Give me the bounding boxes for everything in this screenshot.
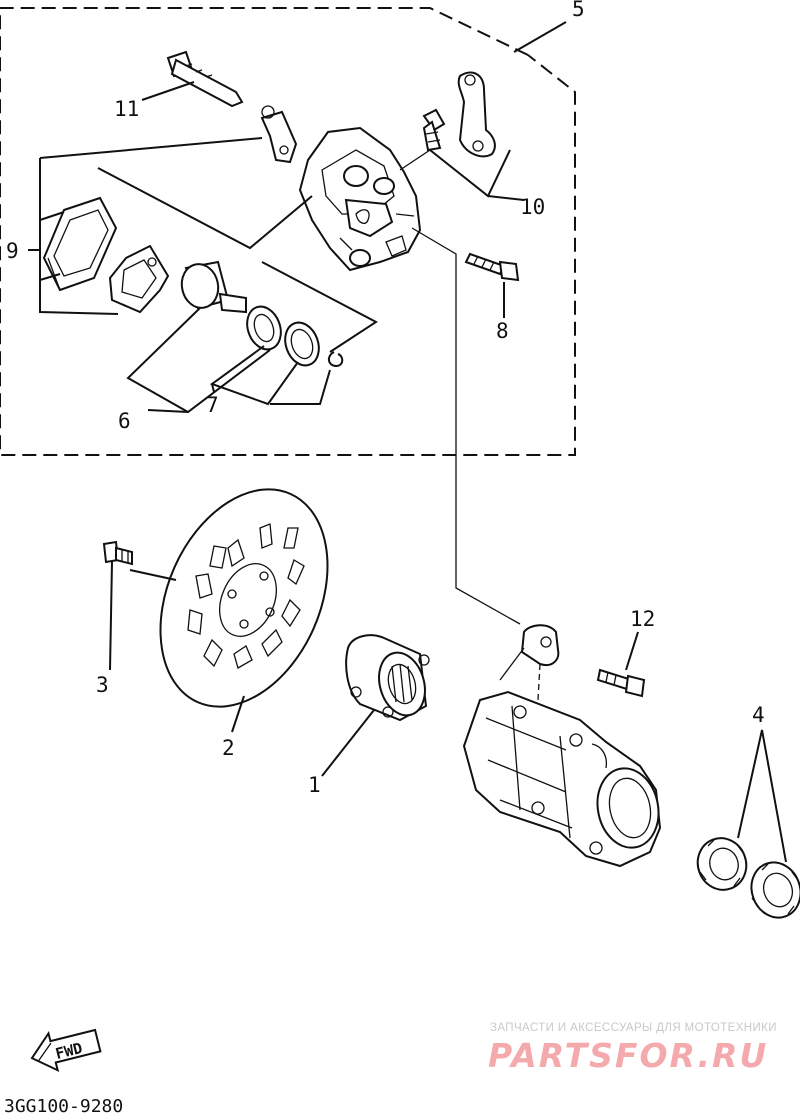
callout-9: 9 [6, 239, 19, 263]
caliper-bolt [464, 252, 520, 282]
bracket-bolt [596, 668, 646, 698]
callout-7: 7 [206, 393, 219, 417]
axle-housing [462, 624, 662, 868]
bleed-screw [422, 108, 446, 152]
callout-5: 5 [572, 0, 585, 21]
watermark-tagline: ЗАПЧАСТИ И АКСЕССУАРЫ ДЛЯ МОТОТЕХНИКИ [490, 1022, 777, 1034]
pad-clip [260, 105, 298, 164]
axle-nut-inner [696, 837, 748, 891]
callout-3: 3 [96, 673, 109, 697]
retaining-clip [328, 351, 344, 368]
disc-bolt [102, 540, 133, 566]
callout-4: 4 [752, 703, 765, 727]
fwd-arrow: FWD [30, 1028, 102, 1073]
brake-disc-hub [345, 634, 430, 722]
drawing-code: 3GG100-9280 [4, 1096, 123, 1117]
brake-pad-inner [108, 244, 170, 314]
brake-disc [159, 488, 329, 708]
callout-2: 2 [222, 736, 235, 760]
axle-nut-outer [750, 861, 800, 919]
callout-6: 6 [118, 409, 131, 433]
callout-8: 8 [496, 319, 509, 343]
dust-seal [284, 321, 320, 367]
watermark-brand: PARTSFOR.RU [488, 1036, 769, 1075]
brake-pad-outer [42, 196, 118, 292]
callout-10: 10 [520, 195, 545, 219]
caliper-assembly-boundary [0, 7, 576, 456]
pad-support [457, 71, 496, 158]
callout-11: 11 [114, 97, 139, 121]
caliper-body [298, 126, 422, 272]
callout-1: 1 [308, 773, 321, 797]
callout-12: 12 [630, 607, 655, 631]
pad-pin [166, 50, 244, 108]
piston-seal [246, 305, 282, 351]
leader-lines [28, 21, 787, 863]
caliper-piston [180, 260, 247, 314]
